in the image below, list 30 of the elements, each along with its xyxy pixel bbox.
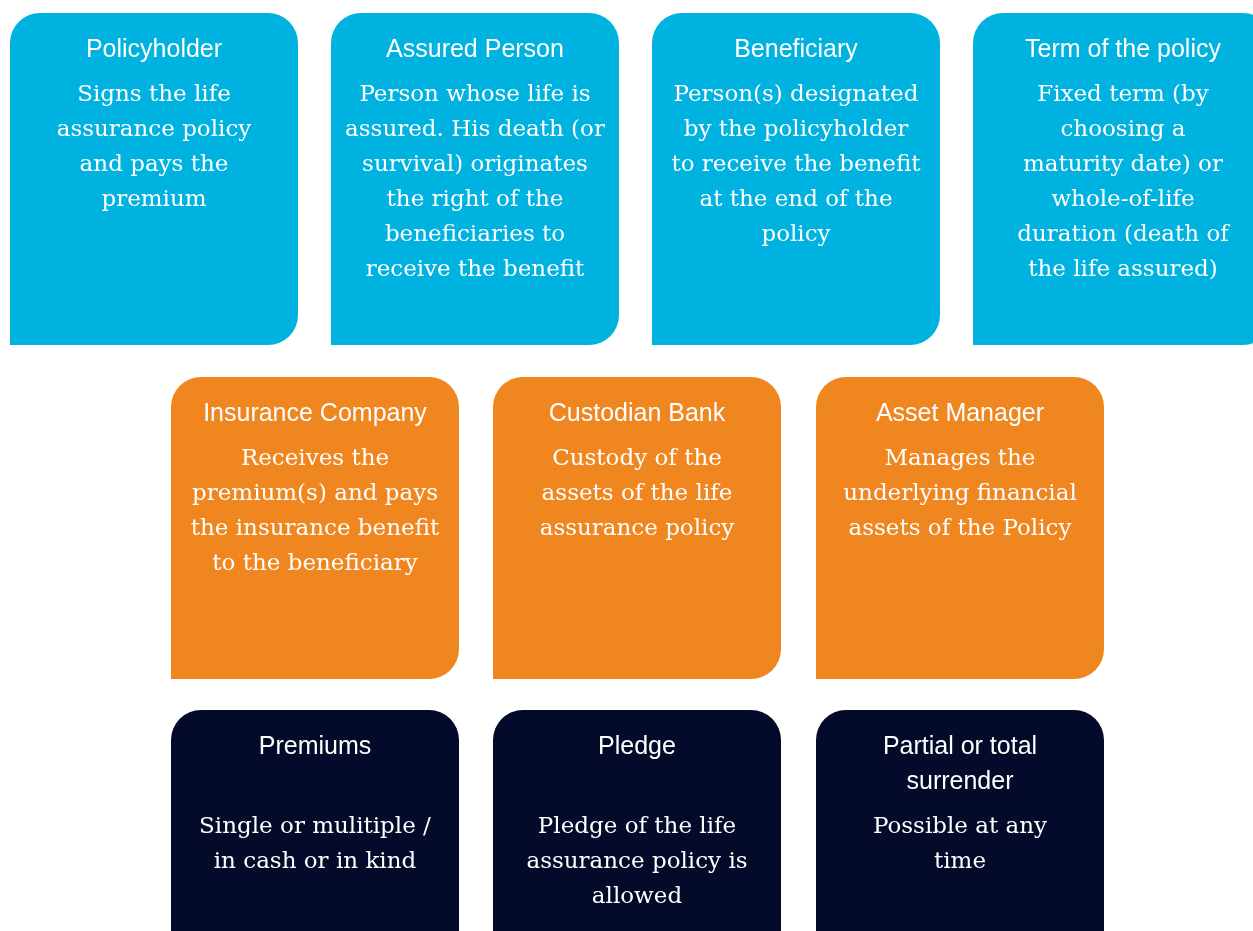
info-card (10, 13, 298, 345)
card-description: Pledge of the life assurance policy is allowed (525, 811, 749, 910)
info-card (493, 710, 781, 931)
card-description: Manages the underlying financial assets of the Policy (842, 443, 1078, 542)
card-description: Receives the premium(s) and pays the insurance benefit to the beneficiary (189, 443, 441, 577)
card-heading: Premiums (257, 730, 373, 761)
card-heading: Beneficiary (733, 33, 859, 64)
card-heading: Insurance Company (202, 397, 428, 428)
card-description: Person whose life is assured. His death (or survival) originates the right of the beneficiaries to receive the benefit (345, 79, 605, 283)
info-card (331, 13, 619, 345)
info-card (816, 377, 1104, 679)
card-heading: Term of the policy (1024, 33, 1222, 64)
card-description: Custody of the assets of the life assurance policy (538, 443, 736, 542)
card-description: Single or mulitiple / in cash or in kind (198, 811, 432, 875)
info-card (973, 13, 1253, 345)
card-heading: Asset Manager (874, 397, 1046, 428)
card-description: Fixed term (by choosing a maturity date) or whole-of-life duration (death of the life assured) (1016, 79, 1231, 283)
card-heading: Custodian Bank (547, 397, 727, 428)
info-card (652, 13, 940, 345)
info-card (816, 710, 1104, 931)
card-description: Signs the life assurance policy and pays the premium (55, 79, 253, 213)
info-card (171, 710, 459, 931)
info-card (171, 377, 459, 679)
info-card (493, 377, 781, 679)
card-heading: Partial or total surrender (881, 730, 1039, 796)
card-description: Person(s) designated by the policyholder to receive the benefit at the end of the policy (671, 79, 921, 248)
card-heading: Policyholder (84, 33, 224, 64)
card-description: Possible at any time (871, 811, 1049, 875)
card-heading: Assured Person (385, 33, 565, 64)
card-heading: Pledge (597, 730, 677, 761)
